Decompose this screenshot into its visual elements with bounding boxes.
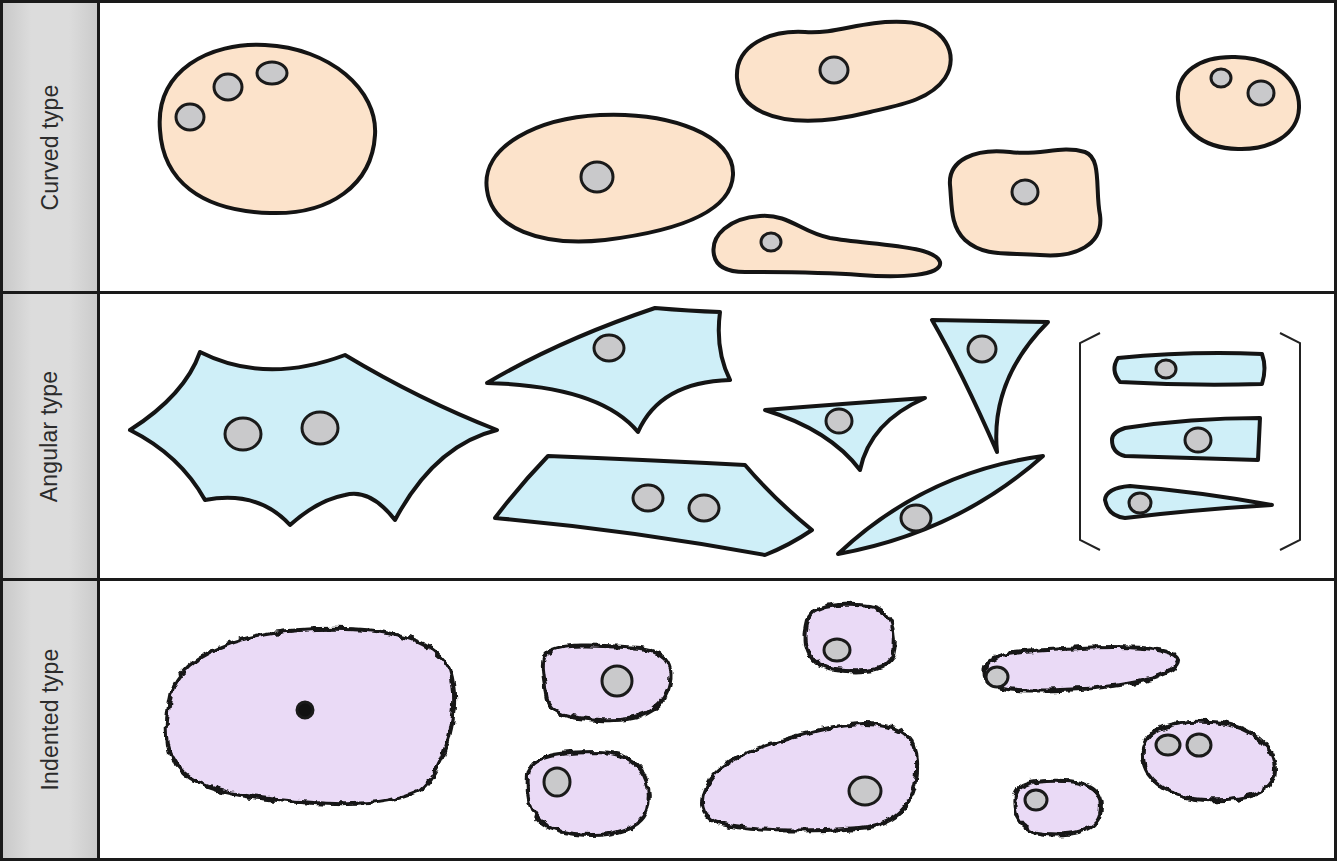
cell-body [932, 320, 1048, 452]
cell-body [702, 724, 917, 831]
cell-body [737, 22, 951, 121]
nucleus [849, 777, 881, 805]
cell-body [130, 352, 497, 525]
cell-body [713, 216, 940, 276]
nucleus [544, 768, 570, 796]
nucleus [602, 666, 632, 696]
bracket [1080, 333, 1300, 550]
nucleus [581, 162, 613, 192]
cell-body [486, 115, 733, 242]
cell-body [487, 308, 730, 432]
cell-body [838, 456, 1043, 554]
nucleus [824, 639, 850, 661]
type-band: Curved type [0, 0, 1337, 294]
nucleus [1211, 69, 1231, 87]
cell-body [1178, 57, 1299, 149]
cell-body [160, 45, 375, 213]
nuclei [176, 57, 1274, 251]
nucleus [1187, 734, 1211, 756]
band-label: Curved type [37, 84, 64, 210]
nucleus [1156, 360, 1176, 378]
band-label: Indented type [37, 649, 64, 791]
nucleus [1185, 428, 1211, 452]
nucleus [1156, 735, 1180, 755]
nuclei [297, 639, 1211, 810]
bracket [1280, 333, 1300, 550]
nucleus [1012, 180, 1038, 204]
nuclei [225, 335, 1211, 531]
cell-body [806, 605, 895, 672]
nucleus [761, 233, 781, 251]
nucleus [901, 505, 931, 531]
cell-body [1112, 418, 1260, 460]
cell-body [528, 752, 649, 835]
cell-body [1143, 722, 1275, 801]
type-band: Angular type [0, 291, 1337, 581]
curved-cells [160, 22, 1299, 276]
nucleus [689, 495, 719, 521]
nucleus [176, 104, 204, 130]
nucleus [1025, 790, 1047, 810]
band-header: Curved type [3, 3, 100, 291]
nucleus [820, 57, 848, 83]
nucleus [302, 412, 338, 444]
nucleus-dot [297, 702, 313, 718]
cell-body [167, 629, 454, 804]
indented-cells [167, 605, 1275, 835]
cell-body [1114, 353, 1264, 385]
cell-body [765, 398, 925, 470]
nucleus [826, 409, 852, 433]
nucleus [594, 335, 624, 361]
cell-body [1014, 781, 1100, 835]
nucleus [633, 485, 663, 511]
nucleus [1129, 493, 1151, 513]
nucleus [225, 418, 261, 450]
type-band: Indented type [0, 578, 1337, 861]
cell-body [495, 456, 812, 555]
cell-body [1105, 486, 1272, 518]
nucleus [1248, 81, 1274, 105]
nucleus [986, 667, 1008, 687]
band-label: Angular type [37, 370, 64, 502]
band-header: Angular type [3, 294, 100, 578]
angular-cells [130, 308, 1272, 555]
cell-body [950, 150, 1100, 256]
nucleus [968, 336, 996, 362]
cell-body [543, 645, 671, 720]
nucleus [214, 74, 242, 100]
nucleus [257, 62, 287, 84]
cell-body [984, 647, 1178, 691]
bracket [1080, 333, 1100, 550]
band-header: Indented type [3, 581, 100, 858]
